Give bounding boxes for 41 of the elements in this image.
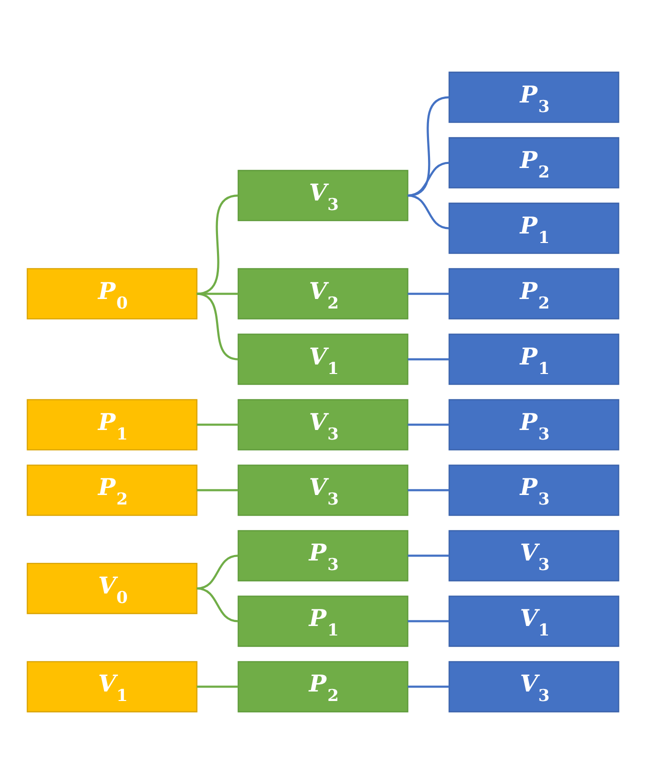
node-box: V$_{1}$ [448,595,620,646]
node-box: P$_{2}$ [448,268,620,319]
connector [408,161,450,196]
connector [196,488,238,491]
node-box: P$_{3}$ [448,398,620,450]
connector [196,685,238,688]
connector [196,292,238,294]
node-box: P$_{1}$ [238,595,408,646]
node-box: V$_{3}$ [238,464,408,516]
node-box: V$_{2}$ [238,268,408,319]
node-box: P$_{1}$ [26,398,198,450]
node-box: P$_{1}$ [448,202,620,254]
connector [408,96,450,196]
node-box: P$_{2}$ [26,464,198,516]
connector [408,358,450,360]
node-box: V$_{3}$ [238,169,408,221]
connector [196,586,238,622]
connector [408,194,450,229]
connector [408,620,450,622]
node-box: V$_{1}$ [238,333,408,384]
node-box: P$_{0}$ [26,268,198,319]
node-box: P$_{2}$ [238,660,408,712]
connector [196,423,238,426]
connector [196,194,238,294]
node-box: V$_{3}$ [238,398,408,450]
node-box: P$_{3}$ [448,71,620,122]
connector [408,292,450,294]
connector [408,423,450,426]
node-box: P$_{1}$ [448,333,620,384]
connector [196,292,238,360]
node-box: V$_{3}$ [448,660,620,712]
connector [408,488,450,491]
connector [196,554,238,590]
node-box: V$_{3}$ [448,530,620,581]
node-box: V$_{1}$ [26,660,198,712]
node-box: P$_{3}$ [238,530,408,581]
node-box: P$_{2}$ [448,136,620,188]
connector [408,685,450,688]
node-box: P$_{3}$ [448,464,620,516]
node-box: V$_{0}$ [26,562,198,614]
connector [408,554,450,556]
